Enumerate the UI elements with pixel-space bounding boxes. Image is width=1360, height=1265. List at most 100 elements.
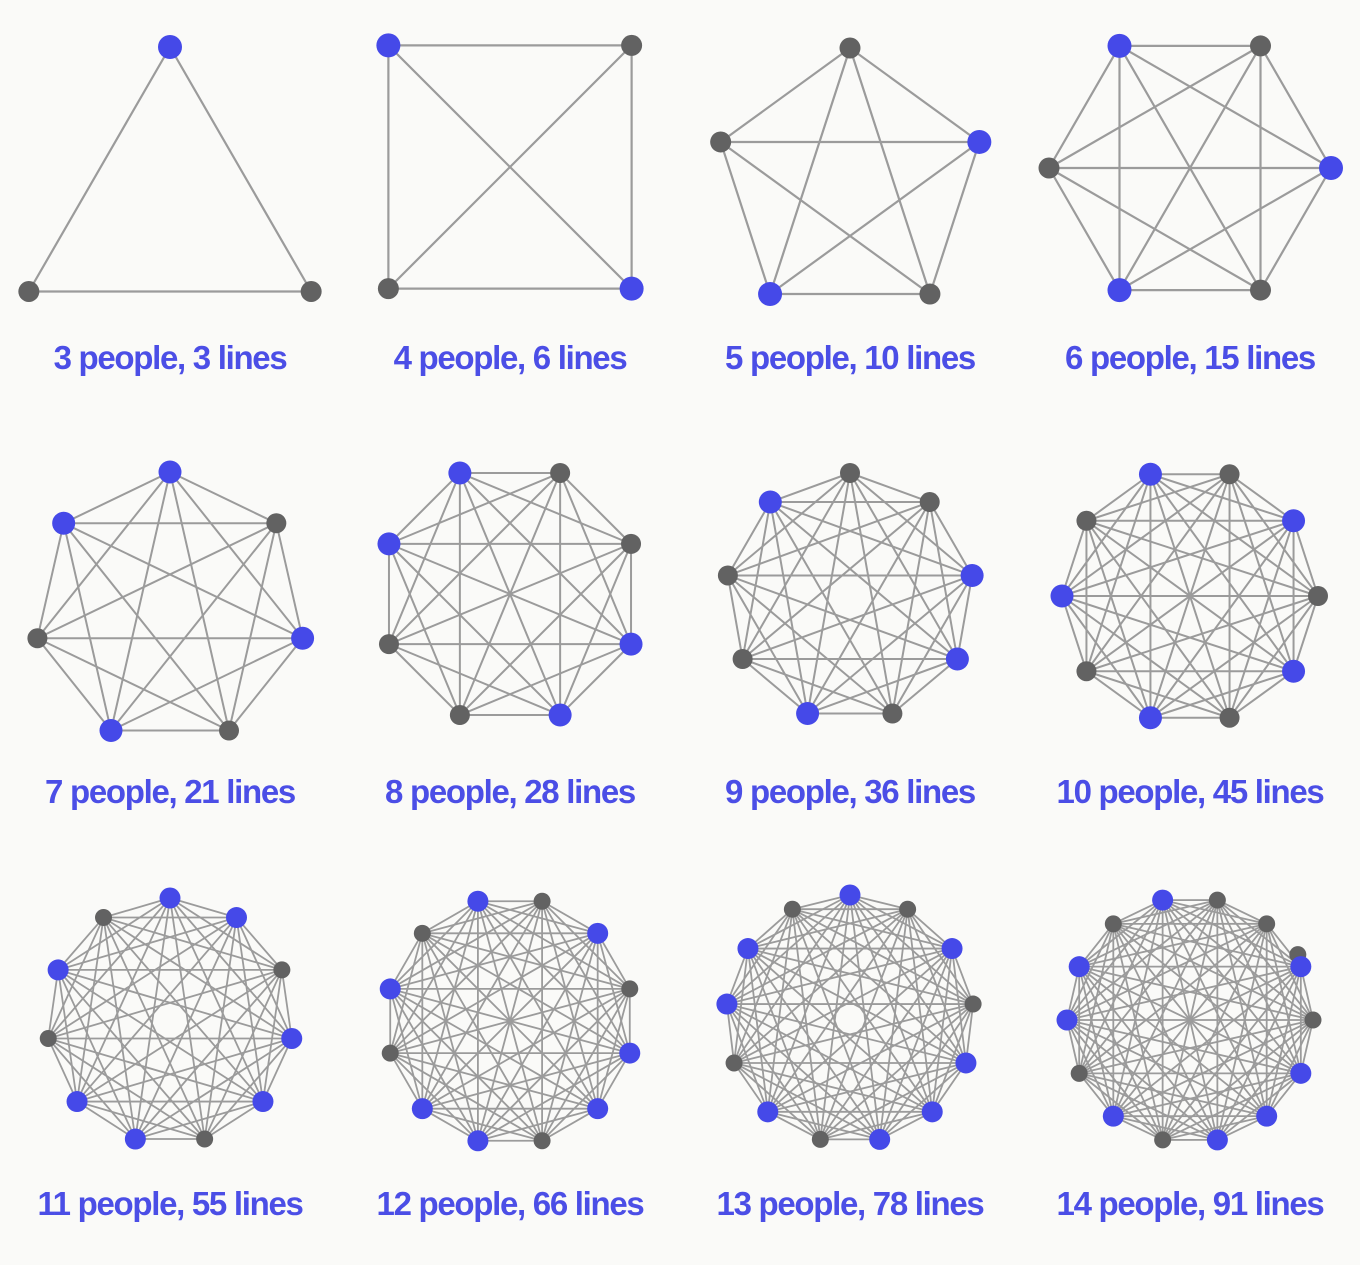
graph-edge bbox=[1216, 899, 1314, 1021]
graph-node-blue bbox=[1282, 659, 1306, 683]
graph-edge bbox=[791, 908, 934, 1113]
graph-node-gray bbox=[196, 1130, 214, 1148]
graph-edge bbox=[1078, 965, 1268, 1118]
graph-edge bbox=[741, 472, 851, 660]
graph-edge bbox=[235, 916, 293, 1040]
graph-node-blue bbox=[1138, 462, 1162, 486]
graph-node-blue bbox=[1206, 1129, 1228, 1151]
graph-edge bbox=[906, 908, 967, 1064]
graph-edge bbox=[477, 932, 599, 1142]
graph-edge bbox=[47, 1037, 78, 1103]
graph-node-gray bbox=[95, 909, 112, 927]
graph-edge bbox=[1078, 922, 1268, 968]
graph-node-blue bbox=[921, 1101, 943, 1123]
graph-edge bbox=[766, 908, 794, 1113]
graph-edge bbox=[102, 916, 293, 1040]
graph-edge bbox=[421, 900, 479, 935]
graph-edge bbox=[1161, 899, 1302, 1075]
graph-node-blue bbox=[158, 460, 182, 484]
graph-edge bbox=[733, 1003, 975, 1064]
graph-edge bbox=[849, 894, 953, 950]
graph-node-gray bbox=[783, 900, 801, 918]
graph-edge bbox=[47, 897, 171, 1040]
graph-edge bbox=[1085, 595, 1319, 673]
graph-edge bbox=[849, 472, 894, 715]
graph-node-gray bbox=[725, 1054, 743, 1072]
graph-edge bbox=[389, 932, 424, 1054]
graph-caption-7-people: 7 people, 21 lines bbox=[45, 773, 296, 810]
graph-edge bbox=[36, 471, 171, 640]
graph-node-gray bbox=[882, 703, 903, 724]
graph-edge bbox=[57, 969, 78, 1103]
graph-node-gray bbox=[27, 628, 48, 649]
graph-nodes bbox=[376, 33, 644, 301]
graph-edge bbox=[596, 1052, 631, 1110]
graph-edge bbox=[766, 947, 953, 1113]
graph-cell-8-people: 8 people, 28 lines bbox=[340, 420, 680, 845]
graph-node-gray bbox=[550, 462, 571, 483]
graph-edge bbox=[76, 1100, 137, 1140]
graph-edge bbox=[1161, 1115, 1268, 1141]
graph-edge bbox=[747, 947, 975, 1005]
graph-edge bbox=[102, 897, 171, 919]
graph-edge bbox=[906, 908, 934, 1113]
graph-edge bbox=[203, 1100, 264, 1140]
graph-edge bbox=[806, 472, 851, 715]
graph-edge bbox=[1216, 899, 1268, 925]
graph-node-blue bbox=[1107, 33, 1132, 58]
graph-edge bbox=[849, 894, 881, 1141]
graph-edge bbox=[726, 1003, 881, 1141]
graph-edge bbox=[891, 574, 974, 715]
graph-nodes bbox=[1056, 889, 1322, 1151]
graph-edge bbox=[1085, 473, 1152, 673]
graph-edge bbox=[109, 522, 278, 732]
graph-edge bbox=[262, 969, 283, 1103]
graph-cell-6-people: 6 people, 15 lines bbox=[1020, 0, 1360, 420]
graph-node-blue bbox=[159, 887, 181, 909]
graph-edge bbox=[791, 908, 975, 1005]
graph-edge bbox=[1066, 1019, 1268, 1118]
graph-edge bbox=[1085, 473, 1231, 522]
graph-cell-10-people: 10 people, 45 lines bbox=[1020, 420, 1360, 845]
graph-edge bbox=[57, 916, 105, 971]
graph-edge bbox=[726, 501, 931, 577]
graph-edge bbox=[1061, 595, 1295, 673]
graph-cell-9-people: 9 people, 36 lines bbox=[680, 420, 1020, 845]
graph-canvas-3-people bbox=[18, 35, 322, 302]
graph-node-blue bbox=[587, 922, 609, 944]
graph-nodes bbox=[18, 35, 322, 302]
graph-canvas-14-people bbox=[1056, 889, 1322, 1151]
graph-edge bbox=[169, 897, 283, 971]
graph-edge bbox=[458, 643, 633, 717]
graph-edge bbox=[1161, 899, 1302, 968]
graph-node-blue bbox=[1319, 156, 1343, 180]
graph-edge bbox=[389, 988, 599, 1110]
graph-node-gray bbox=[919, 492, 940, 513]
graph-edge bbox=[848, 46, 932, 296]
graph-canvas-11-people bbox=[39, 887, 303, 1150]
graph-node-blue bbox=[960, 563, 984, 587]
graph-edge bbox=[76, 916, 238, 1103]
graph-node-blue bbox=[99, 719, 123, 743]
graph-edge bbox=[280, 969, 293, 1040]
graph-edge bbox=[228, 637, 304, 732]
graph-canvas-10-people bbox=[1050, 462, 1328, 730]
graph-edges bbox=[27, 45, 313, 293]
graph-node-blue bbox=[548, 703, 572, 727]
graph-node-blue bbox=[448, 461, 472, 485]
graph-edge bbox=[559, 643, 633, 717]
graph-caption-14-people: 14 people, 91 lines bbox=[1056, 1185, 1325, 1222]
graph-node-blue bbox=[467, 1130, 489, 1152]
graph-edge bbox=[102, 916, 283, 971]
graph-node-blue bbox=[758, 282, 783, 307]
graph-edges bbox=[47, 897, 293, 1140]
graph-edge bbox=[1047, 166, 1121, 292]
graph-edge bbox=[389, 932, 424, 990]
graph-edge bbox=[275, 522, 304, 640]
graph-edge bbox=[168, 45, 313, 293]
graph-edge bbox=[726, 1003, 769, 1113]
graph-edge bbox=[719, 140, 772, 296]
graph-nodes bbox=[377, 461, 643, 727]
graph-edge bbox=[389, 1052, 479, 1142]
graph-edge bbox=[541, 900, 599, 935]
